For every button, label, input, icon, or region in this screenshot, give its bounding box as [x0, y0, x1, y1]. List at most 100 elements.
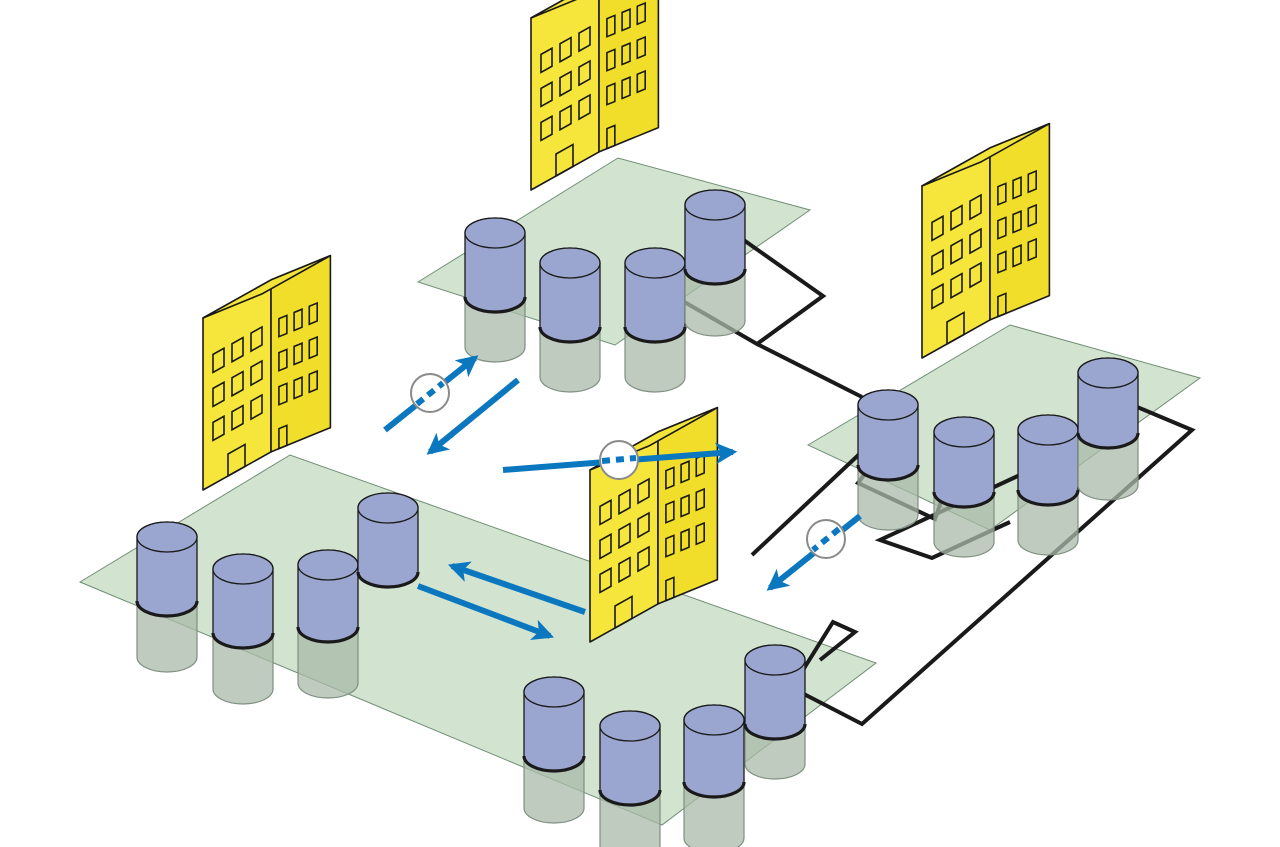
west-site-plate — [78, 454, 878, 826]
window-icon — [931, 214, 944, 242]
storage-cylinder-base — [356, 571, 420, 589]
window-icon — [997, 250, 1007, 274]
window-icon — [621, 76, 631, 100]
storage-cylinder-icon — [296, 549, 360, 699]
storage-cylinder-top — [599, 710, 661, 742]
window-icon — [599, 498, 612, 526]
window-icon — [665, 500, 675, 524]
north-east-link — [756, 342, 863, 399]
window-icon — [1027, 237, 1037, 262]
window-icon — [606, 14, 616, 38]
window-icon — [231, 336, 244, 364]
storage-cylinder-icon — [211, 553, 275, 705]
storage-cylinder-base — [1016, 489, 1080, 507]
storage-cylinder-base — [211, 632, 275, 650]
window-icon — [1012, 244, 1022, 268]
storage-below-plate — [624, 327, 686, 393]
window-icon — [250, 359, 263, 387]
storage-cylinder-top — [136, 521, 198, 553]
storage-cylinder-icon — [683, 189, 747, 337]
storage-cylinder-top — [297, 549, 359, 581]
storage-cylinder-top — [523, 676, 585, 708]
interrupted-link-dash — [415, 380, 445, 407]
replication-arrow-south-to-west — [447, 561, 586, 615]
replication-arrow-west-to-south — [416, 583, 555, 640]
window-icon — [636, 35, 647, 60]
storage-cylinder-base — [135, 600, 199, 618]
window-icon — [931, 282, 944, 310]
storage-cylinder-base — [743, 723, 807, 741]
storage-below-plate — [539, 327, 601, 393]
storage-cylinder-base — [538, 326, 602, 344]
window-icon — [250, 393, 263, 421]
window-icon — [293, 376, 303, 400]
window-icon — [308, 369, 319, 394]
window-icon — [680, 494, 690, 518]
window-icon — [212, 380, 225, 408]
storage-cylinder-top — [684, 189, 746, 221]
window-icon — [665, 576, 675, 602]
window-icon — [293, 342, 303, 366]
storage-cylinder-base — [296, 626, 360, 644]
window-icon — [599, 532, 612, 560]
window-icon — [227, 443, 246, 478]
interrupted-link-dash — [601, 455, 637, 464]
office-building-icon — [530, 0, 660, 191]
window-icon — [540, 80, 553, 108]
window-icon — [997, 292, 1007, 318]
window-icon — [931, 248, 944, 276]
window-icon — [308, 335, 319, 360]
storage-below-plate — [212, 633, 274, 705]
storage-cylinder-base — [463, 296, 527, 314]
window-icon — [695, 487, 706, 512]
interrupted-links — [410, 373, 846, 559]
window-icon — [599, 566, 612, 594]
storage-cylinder-icon — [135, 521, 199, 673]
storage-cylinder-base — [932, 491, 996, 509]
window-icon — [540, 114, 553, 142]
window-icon — [621, 42, 631, 66]
window-icon — [559, 70, 572, 98]
window-icon — [946, 311, 965, 346]
window-icon — [1012, 210, 1022, 234]
building-side-face — [657, 406, 719, 605]
storage-below-plate — [297, 627, 359, 699]
window-icon — [680, 460, 690, 484]
window-icon — [278, 382, 288, 406]
replication-arrows — [383, 355, 862, 640]
window-icon — [559, 104, 572, 132]
window-icon — [606, 124, 616, 150]
window-icon — [555, 143, 574, 178]
window-icon — [950, 204, 963, 232]
window-icon — [997, 182, 1007, 206]
storage-cylinder-top — [464, 217, 526, 249]
replication-arrow-north-to-west — [426, 377, 520, 455]
window-icon — [969, 227, 982, 255]
window-icon — [950, 272, 963, 300]
window-icon — [278, 314, 288, 338]
window-icon — [606, 48, 616, 72]
building-roof — [202, 254, 332, 319]
window-icon — [293, 308, 303, 332]
building-front-face — [530, 0, 600, 191]
storage-below-plate — [136, 601, 198, 673]
storage-below-plate — [523, 756, 585, 824]
window-icon — [621, 8, 631, 32]
east-south-link-2 — [750, 444, 870, 557]
window-icon — [231, 370, 244, 398]
storage-cylinder-top — [1077, 357, 1139, 389]
storage-cylinder-icon — [743, 644, 807, 780]
storage-layer — [135, 189, 1140, 847]
window-icon — [665, 466, 675, 490]
window-icon — [665, 534, 675, 558]
storage-cylinder-icon — [1076, 357, 1140, 501]
south-links — [801, 619, 859, 672]
east-south-link-1 — [799, 402, 1196, 727]
storage-cylinder-icon — [682, 704, 746, 847]
storage-cylinder-base — [682, 781, 746, 799]
storage-below-plate — [684, 269, 746, 337]
storage-cylinder-base — [683, 268, 747, 286]
storage-cylinder-icon — [538, 247, 602, 393]
storage-cylinder-top — [624, 247, 686, 279]
